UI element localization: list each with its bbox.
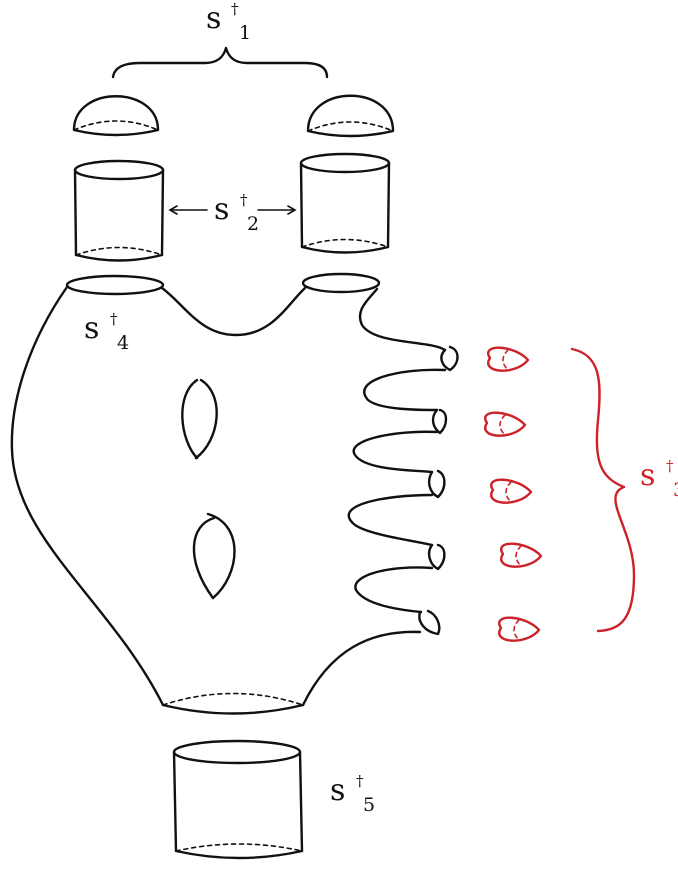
red-cap-4 xyxy=(500,542,543,568)
cap-right xyxy=(306,94,395,138)
svg-text:s † 1: s † 1 xyxy=(206,0,251,44)
label-s1-sup: † xyxy=(231,0,239,18)
arrows-s2 xyxy=(168,205,297,215)
label-s2-base: s xyxy=(214,192,229,227)
svg-text:s † 2: s † 2 xyxy=(214,178,259,235)
svg-text:s † 5: s † 5 xyxy=(330,759,375,816)
label-s3-base: s xyxy=(640,458,655,493)
label-s3-sub: 3 xyxy=(673,479,678,501)
cylinder-bottom xyxy=(172,739,304,860)
red-cap-3 xyxy=(490,478,533,504)
red-cap-1 xyxy=(487,346,530,372)
label-s2-sup: † xyxy=(240,191,248,209)
label-s5-base: s xyxy=(330,773,345,808)
label-s1-base: s xyxy=(206,1,221,36)
brace-s1 xyxy=(111,46,329,79)
main-surface xyxy=(10,272,459,715)
cylinder-right xyxy=(299,152,391,254)
red-cap-5 xyxy=(498,616,541,642)
brace-s3 xyxy=(570,347,636,633)
cap-left xyxy=(72,95,160,137)
label-s3-sup: † xyxy=(666,457,674,475)
svg-text:s † 4: s † 4 xyxy=(84,297,129,354)
label-s2-sub: 2 xyxy=(247,213,259,235)
label-s5-sup: † xyxy=(356,772,364,790)
label-s5-sub: 5 xyxy=(363,794,375,816)
cylinder-left xyxy=(73,159,165,262)
label-s4-sup: † xyxy=(110,310,118,328)
red-cap-2 xyxy=(484,411,527,437)
label-s1-sub: 1 xyxy=(239,22,251,44)
svg-text:s † 3: s † 3 xyxy=(640,444,678,501)
label-s4-sub: 4 xyxy=(117,332,129,354)
label-s4-base: s xyxy=(84,311,99,346)
